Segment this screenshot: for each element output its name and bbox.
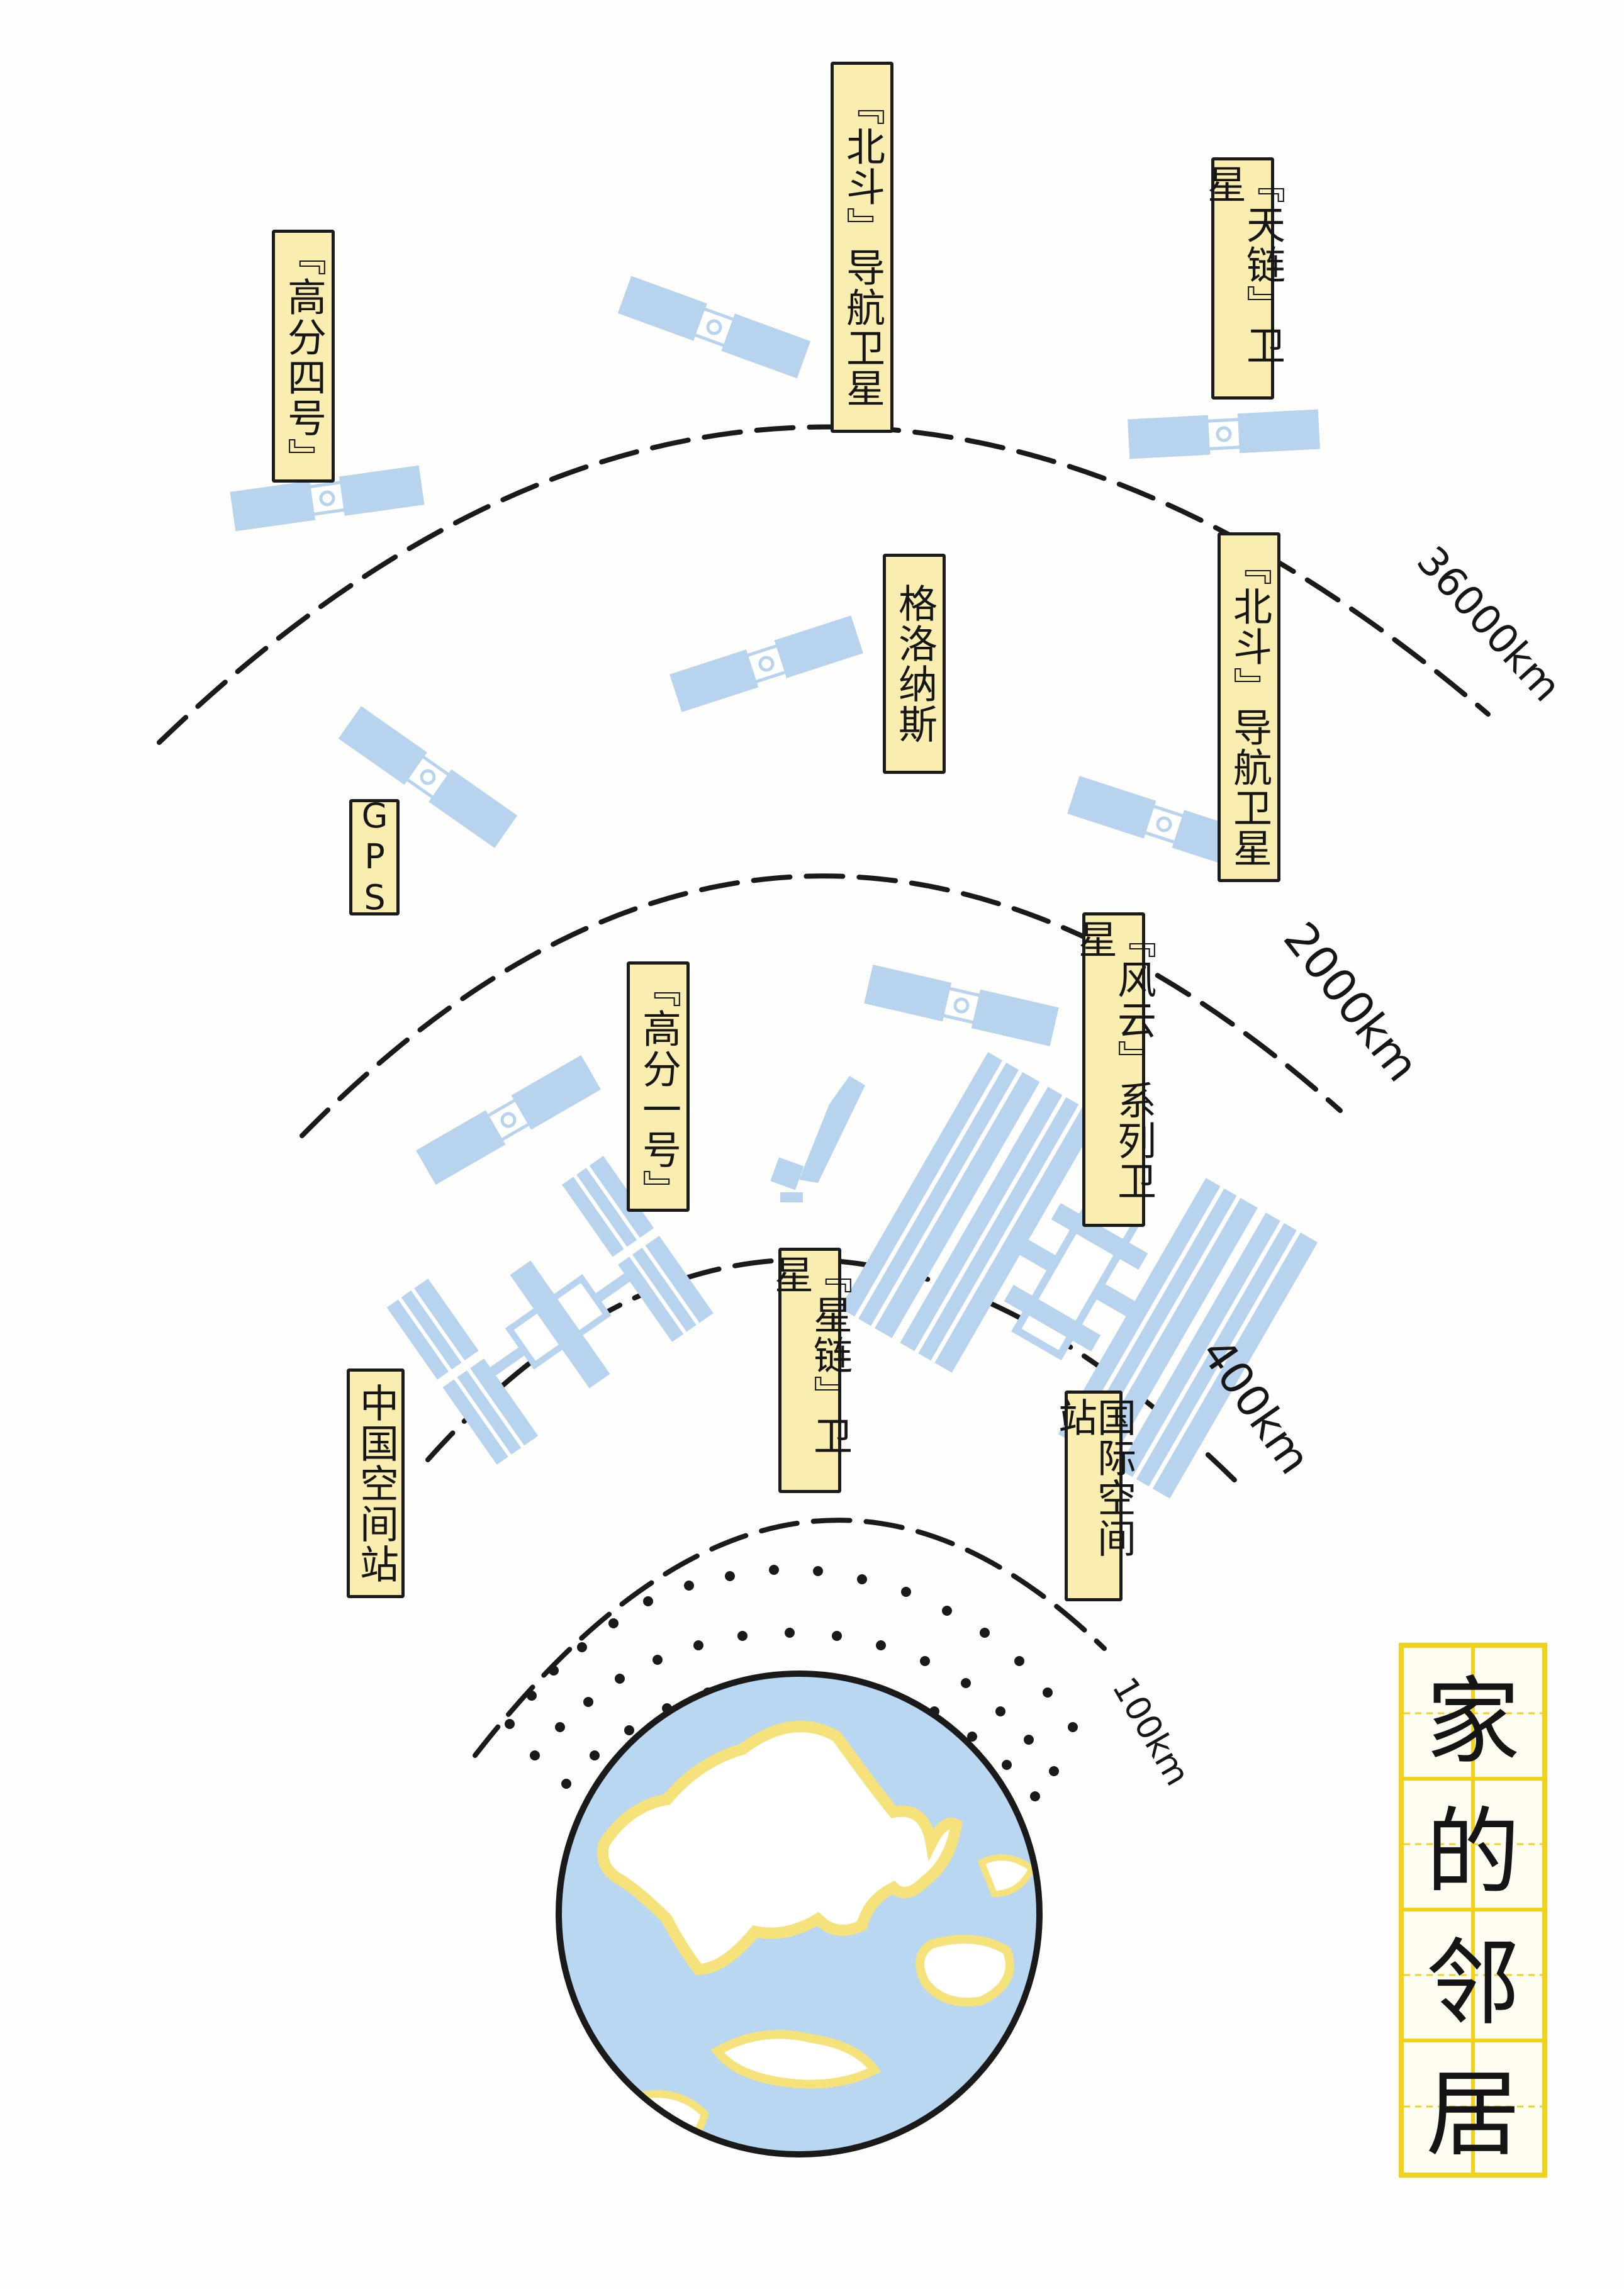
title-char-4: 居 bbox=[1425, 2059, 1520, 2169]
label-gaofen-4: 『高分四号』 bbox=[272, 230, 335, 483]
label-gps: GPS bbox=[349, 796, 400, 919]
atmosphere-dots bbox=[505, 1565, 1078, 1801]
orbit-2000km bbox=[300, 873, 1343, 1138]
label-tianlian: 『天链』卫星 bbox=[1201, 157, 1285, 400]
label-beidou-geo: 『北斗』导航卫星 bbox=[831, 62, 893, 433]
label-glonass: 格洛纳斯 bbox=[883, 554, 946, 774]
satellite-icon bbox=[619, 277, 809, 378]
label-china-space-station: 中国空间站 bbox=[347, 1368, 405, 1598]
satellite-icon bbox=[865, 966, 1058, 1045]
satellite-icon bbox=[671, 617, 862, 711]
orbit-100km bbox=[473, 1518, 1107, 1758]
satellite-icon bbox=[417, 1056, 600, 1184]
title-grid bbox=[1404, 1648, 1542, 2173]
title-char-2: 的 bbox=[1425, 1798, 1520, 1908]
satellite-icon bbox=[770, 1076, 865, 1202]
label-iss: 国际空间站 bbox=[1051, 1391, 1136, 1601]
label-gaofen-1: 『高分一号』 bbox=[627, 961, 690, 1212]
label-starlink: 『星链』卫星 bbox=[768, 1248, 853, 1493]
earth-icon bbox=[556, 1671, 1043, 2157]
title-box: 家 的 邻 居 bbox=[1399, 1643, 1547, 2178]
satellite-icon bbox=[1129, 410, 1319, 458]
title-char-1: 家 bbox=[1425, 1667, 1520, 1777]
label-fengyun: 『风云』系列卫星 bbox=[1072, 912, 1156, 1227]
label-beidou-meo: 『北斗』导航卫星 bbox=[1218, 532, 1280, 882]
space-station-icon bbox=[386, 1156, 714, 1465]
title-char-3: 邻 bbox=[1425, 1928, 1520, 2039]
